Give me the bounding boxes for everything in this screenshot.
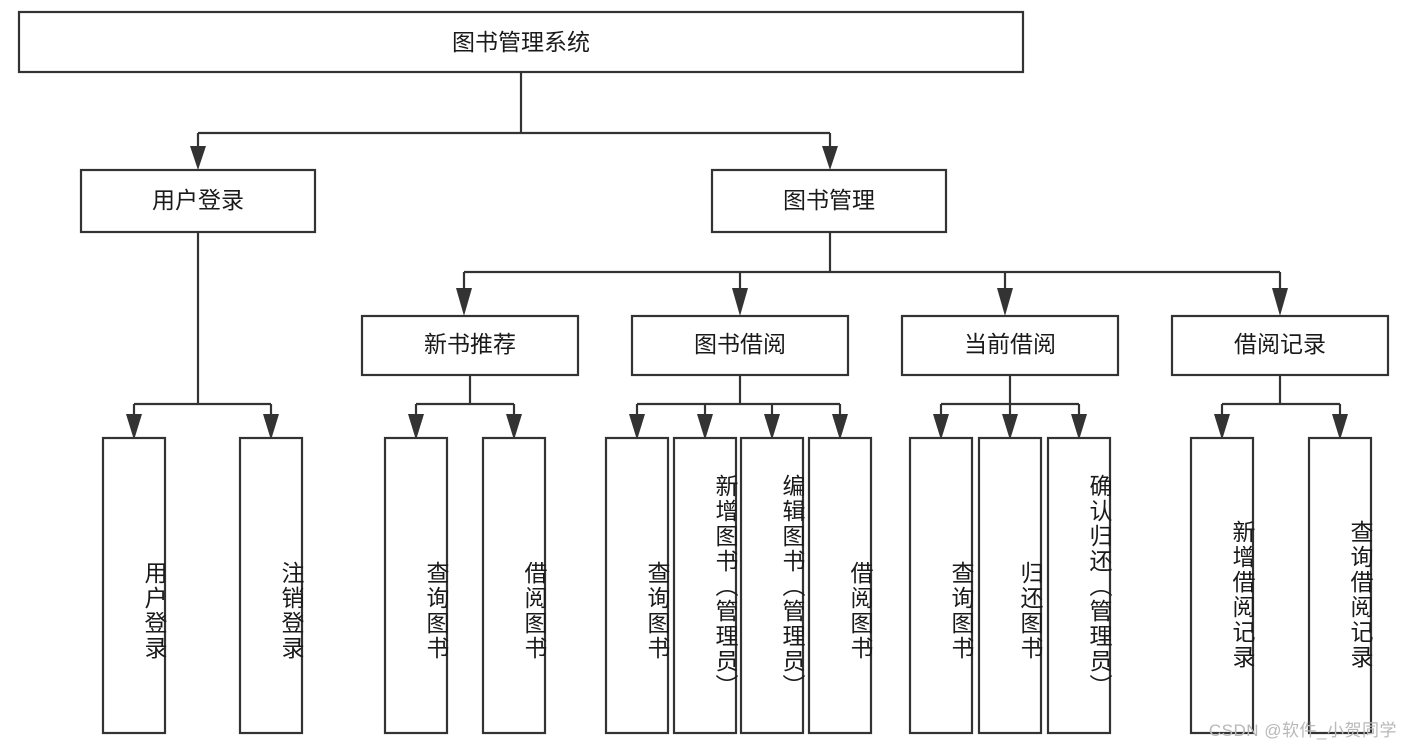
node-leaf-query-book-1-box[interactable] xyxy=(383,436,449,735)
node-root-label: 图书管理系统 xyxy=(452,29,590,55)
arrow-leaf-query-book-3 xyxy=(933,414,949,440)
arrow-leaf-user-login xyxy=(126,414,142,440)
arrow-leaf-query-record xyxy=(1332,414,1348,440)
arrow-borrow-record xyxy=(1272,288,1288,316)
arrow-user-login xyxy=(190,146,206,170)
node-leaf-confirm-return-box[interactable] xyxy=(1046,436,1112,735)
node-user-login-label: 用户登录 xyxy=(152,187,244,213)
node-current-borrow-label: 当前借阅 xyxy=(964,331,1056,357)
node-user-login-box[interactable] xyxy=(79,168,317,234)
arrow-leaf-return-book xyxy=(1002,414,1018,440)
node-leaf-add-borrow-record-box[interactable] xyxy=(1189,436,1255,735)
arrow-leaf-query-book-1 xyxy=(408,414,424,440)
edges-layer xyxy=(126,72,1348,440)
node-book-borrow-label: 图书借阅 xyxy=(694,331,786,357)
arrow-new-book-rec xyxy=(456,288,472,316)
nodes-layer: 图书管理系统 用户登录 图书管理 新书推荐 图书借阅 当前借阅 借阅记录 xyxy=(17,10,1390,735)
node-leaf-borrow-book-1-box[interactable] xyxy=(481,436,547,735)
node-leaf-borrow-book-2-box[interactable] xyxy=(807,436,873,735)
node-root-box[interactable] xyxy=(17,10,1025,74)
node-new-book-recommend-label: 新书推荐 xyxy=(424,331,516,357)
arrow-book-borrow xyxy=(732,288,748,316)
node-new-book-recommend-box[interactable] xyxy=(360,314,580,377)
node-leaf-query-book-2-box[interactable] xyxy=(604,436,670,735)
arrow-leaf-logout xyxy=(263,414,279,440)
node-current-borrow-box[interactable] xyxy=(900,314,1120,377)
node-leaf-query-borrow-record-box[interactable] xyxy=(1307,436,1373,735)
node-leaf-return-book-box[interactable] xyxy=(977,436,1043,735)
node-book-management-box[interactable] xyxy=(710,168,948,234)
arrow-book-mgmt xyxy=(822,146,838,170)
node-borrow-record-box[interactable] xyxy=(1170,314,1390,377)
node-leaf-user-login-box[interactable] xyxy=(101,436,167,735)
node-book-management-label: 图书管理 xyxy=(783,187,875,213)
arrow-leaf-edit-book xyxy=(764,414,780,440)
node-leaf-logout-login-box[interactable] xyxy=(238,436,304,735)
node-book-borrow-box[interactable] xyxy=(630,314,850,377)
watermark-text: CSDN @软件_小贺同学 xyxy=(1208,721,1397,740)
node-leaf-add-book-box[interactable] xyxy=(672,436,738,735)
arrow-leaf-borrow-book-1 xyxy=(506,414,522,440)
arrow-leaf-confirm-return xyxy=(1071,414,1087,440)
node-leaf-edit-book-box[interactable] xyxy=(739,436,805,735)
arrow-leaf-add-record xyxy=(1214,414,1230,440)
node-borrow-record-label: 借阅记录 xyxy=(1234,331,1326,357)
arrow-current-borrow xyxy=(997,288,1013,316)
arrow-leaf-borrow-book-2 xyxy=(832,414,848,440)
arrow-leaf-query-book-2 xyxy=(629,414,645,440)
node-leaf-query-book-3-box[interactable] xyxy=(908,436,974,735)
arrow-leaf-add-book xyxy=(697,414,713,440)
